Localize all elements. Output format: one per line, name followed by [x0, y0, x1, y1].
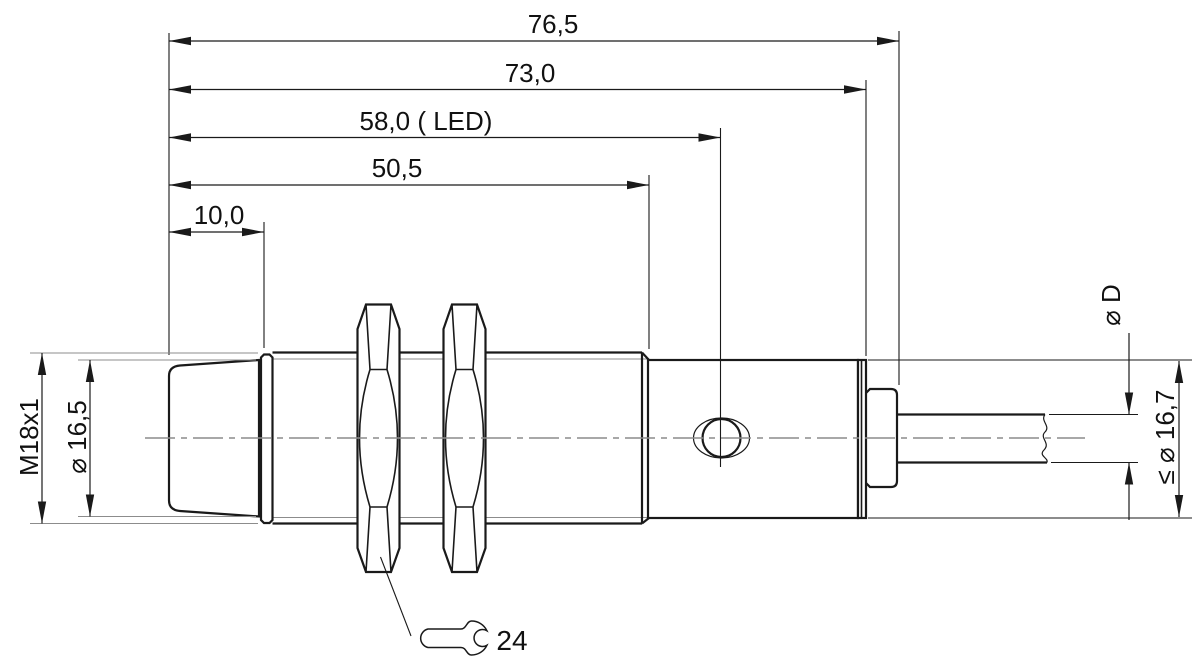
label-cable-diameter: ⌀ D — [1096, 284, 1126, 326]
extension-lines — [30, 31, 1192, 525]
cable-break-line — [1041, 414, 1048, 463]
thread-ring — [259, 353, 274, 525]
label-body-length: 73,0 — [505, 58, 556, 88]
label-max-housing-diameter: ≤ ⌀ 16,7 — [1150, 390, 1180, 485]
label-thread-spec: M18x1 — [14, 398, 44, 476]
wrench-callout: 24 — [379, 556, 528, 656]
wrench-leader-line — [379, 556, 412, 637]
label-thread-length: 50,5 — [372, 153, 423, 183]
label-cap-diameter: ⌀ 16,5 — [62, 400, 92, 473]
dimension-labels: 76,5 73,0 58,0 ( LED) 50,5 10,0 M18x1 ⌀ … — [14, 9, 1180, 484]
hex-nut-2 — [442, 303, 487, 574]
label-led-position: 58,0 ( LED) — [360, 106, 493, 136]
dimension-layer — [30, 31, 1192, 525]
label-cap-length: 10,0 — [194, 200, 245, 230]
cable-gland — [865, 387, 899, 489]
label-overall-length: 76,5 — [528, 9, 579, 39]
wrench-icon — [419, 620, 489, 656]
rear-housing — [646, 358, 860, 520]
cable — [897, 413, 1048, 464]
label-wrench-size: 24 — [496, 625, 527, 656]
